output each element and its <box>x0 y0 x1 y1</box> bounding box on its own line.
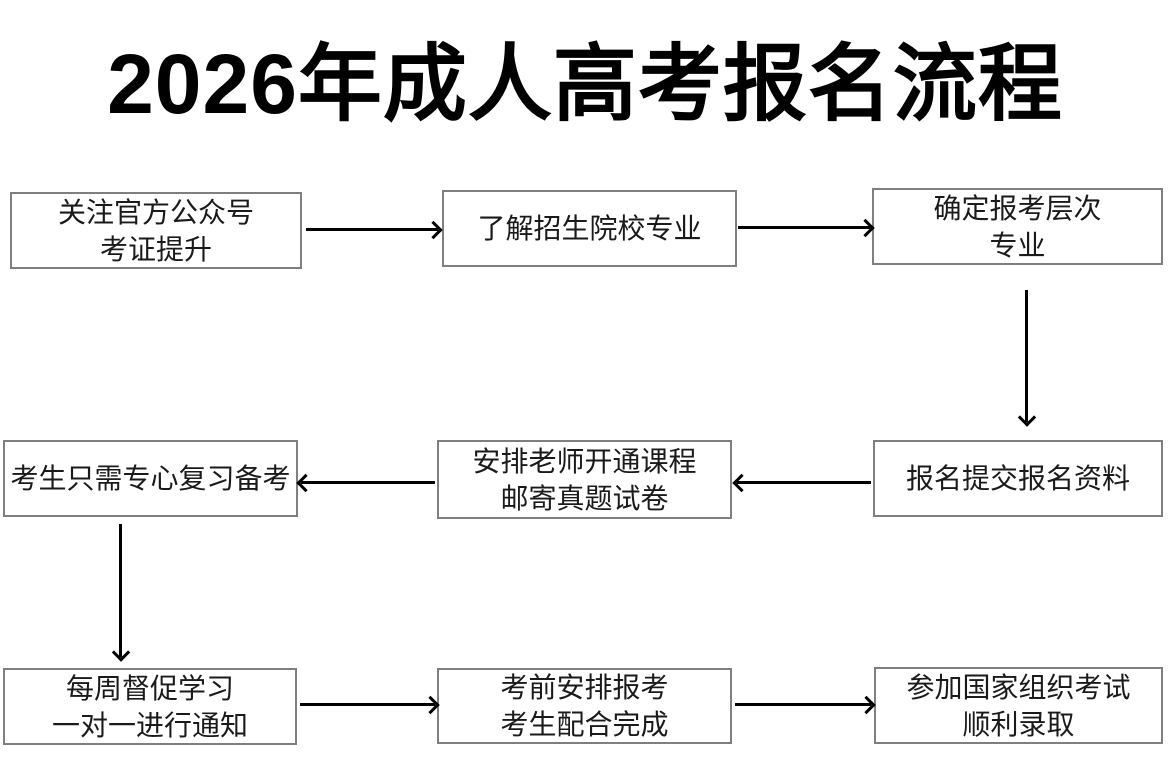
arrowhead-down-icon <box>1017 408 1036 427</box>
step-line: 顺利录取 <box>962 708 1075 740</box>
arrow-down-icon <box>1017 290 1036 427</box>
arrow-right-icon <box>306 220 443 239</box>
arrow-left-icon <box>732 473 871 492</box>
step-line: 关注官方公众号 <box>57 196 254 228</box>
step-line: 考生只需专心复习备考 <box>10 463 291 494</box>
step-line: 了解招生院校专业 <box>477 213 702 244</box>
arrowhead-right-icon <box>424 220 443 239</box>
flow-step-focus-on-review: 考生只需专心复习备考 <box>3 440 298 517</box>
arrow-down-icon <box>111 524 130 662</box>
step-line: 考证提升 <box>99 233 212 265</box>
flow-step-follow-official-account: 关注官方公众号 考证提升 <box>10 192 302 269</box>
step-line: 一对一进行通知 <box>51 709 248 741</box>
step-line: 参加国家组织考试 <box>906 671 1131 703</box>
arrow-right-icon <box>738 218 875 237</box>
arrow-right-icon <box>735 695 876 714</box>
flow-step-weekly-supervision: 每周督促学习 一对一进行通知 <box>3 668 297 745</box>
flow-step-submit-registration-docs: 报名提交报名资料 <box>873 440 1163 517</box>
step-line: 考生配合完成 <box>500 709 669 740</box>
step-line: 考前安排报考 <box>500 672 669 703</box>
step-line: 邮寄真题试卷 <box>500 482 669 514</box>
step-line: 专业 <box>989 229 1046 261</box>
step-line: 报名提交报名资料 <box>905 463 1130 494</box>
flow-step-pre-exam-arrangement: 考前安排报考 考生配合完成 <box>437 668 732 744</box>
arrowhead-left-icon <box>732 473 751 492</box>
flow-step-take-national-exam: 参加国家组织考试 顺利录取 <box>874 667 1163 744</box>
arrow-left-icon <box>296 473 435 492</box>
step-line: 每周督促学习 <box>65 672 234 704</box>
arrowhead-left-icon <box>296 473 315 492</box>
page-title: 2026年成人高考报名流程 <box>107 37 1063 131</box>
flow-step-learn-schools-majors: 了解招生院校专业 <box>442 190 737 267</box>
arrow-right-icon <box>300 695 440 714</box>
flow-step-teacher-opens-courses: 安排老师开通课程 邮寄真题试卷 <box>437 440 732 519</box>
step-line: 安排老师开通课程 <box>472 445 697 477</box>
step-line: 确定报考层次 <box>933 192 1102 224</box>
flow-step-determine-level-major: 确定报考层次 专业 <box>872 188 1163 265</box>
arrowhead-down-icon <box>111 643 130 662</box>
arrowhead-right-icon <box>857 695 876 714</box>
